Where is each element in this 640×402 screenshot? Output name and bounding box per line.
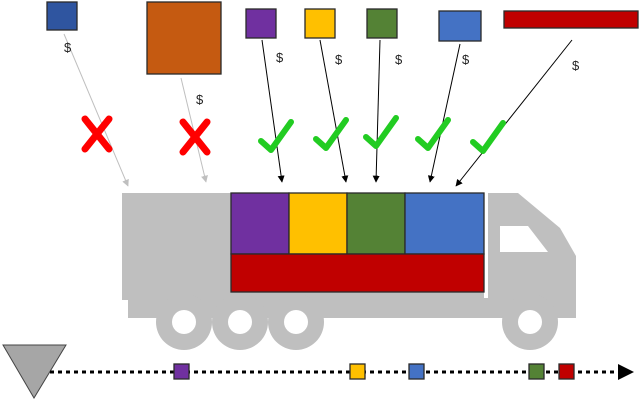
checkmark-icon — [470, 120, 506, 154]
cargo-green — [346, 192, 406, 255]
checkmark-icon — [363, 115, 399, 149]
timeline-item-blue — [408, 363, 425, 380]
timeline-item-green — [528, 363, 545, 380]
price-label-red: $ — [572, 58, 580, 73]
price-label-green: $ — [395, 52, 403, 67]
cross-icon — [81, 115, 113, 153]
price-labels: $ $ $ $ $ $ $ — [64, 40, 580, 107]
cross-icon — [179, 118, 211, 156]
item-navy-square — [46, 1, 78, 31]
arrow-purple — [261, 39, 285, 183]
item-red-bar — [503, 10, 639, 29]
price-label-orange: $ — [196, 92, 204, 107]
item-arrows — [63, 33, 573, 187]
price-label-navy: $ — [64, 40, 72, 55]
truck-window — [500, 226, 548, 252]
timeline-item-red — [558, 363, 575, 380]
checkmark-icon — [313, 117, 349, 151]
timeline-item-yellow — [349, 363, 366, 380]
cargo-blue — [404, 192, 485, 255]
acceptance-marks — [258, 115, 506, 154]
arrow-green — [372, 39, 381, 183]
item-purple-square — [245, 8, 277, 39]
truck-cargo — [230, 192, 485, 293]
arrow-yellow — [319, 39, 349, 183]
arrow-navy-rejected — [63, 33, 129, 187]
item-orange-square — [146, 1, 222, 75]
origin-triangle-icon — [2, 344, 67, 399]
item-green-square — [366, 8, 398, 39]
checkmark-icon — [415, 117, 451, 151]
price-label-blue: $ — [462, 52, 470, 67]
cargo-yellow — [288, 192, 348, 255]
truck-cab — [488, 193, 576, 316]
truck-wheels — [156, 294, 558, 350]
price-label-yellow: $ — [335, 52, 343, 67]
arrow-blue — [427, 43, 461, 183]
cargo-red — [230, 253, 485, 293]
cargo-purple — [230, 192, 290, 255]
checkmark-icon — [258, 119, 294, 153]
rejection-marks — [81, 115, 211, 156]
item-yellow-square — [304, 8, 336, 39]
candidate-items — [46, 1, 639, 75]
arrow-red — [455, 39, 573, 187]
timeline — [2, 344, 634, 399]
item-blue-rect — [438, 10, 482, 42]
timeline-item-purple — [173, 363, 190, 380]
arrow-right-icon — [618, 364, 634, 380]
price-label-purple: $ — [276, 50, 284, 65]
